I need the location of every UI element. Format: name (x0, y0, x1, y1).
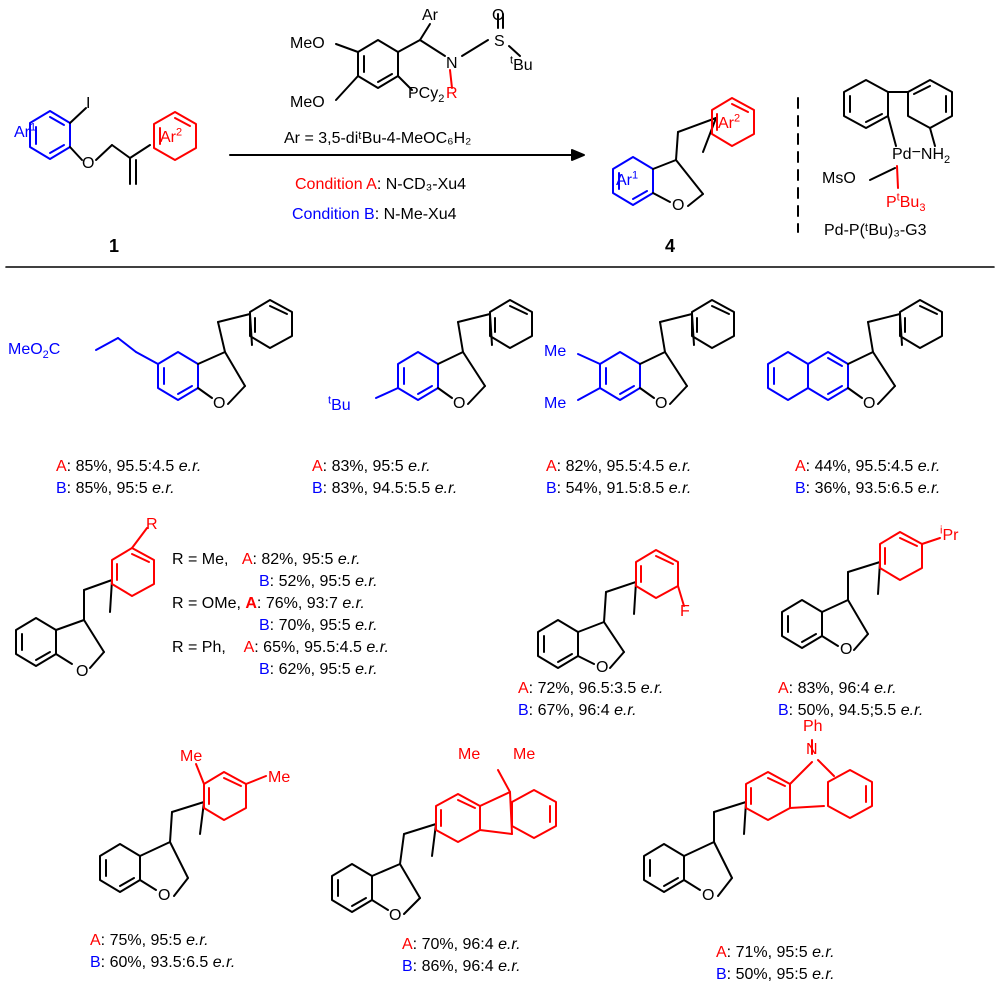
cat-pd-nh2-label: Pd−NH2 (892, 144, 951, 167)
p4-o-label: O (863, 395, 876, 412)
condition-b-line: Condition B: N-Me-Xu4 (292, 207, 457, 223)
p2-results: A: 83%, 95:5 e.r. B: 83%, 94.5:5.5 e.r. (312, 458, 458, 497)
ligand-s-label: S (494, 33, 505, 50)
p6-o-label: O (596, 659, 609, 676)
ligand-structure (335, 13, 521, 101)
ligand-sulfinyl-o-label: O (492, 7, 505, 24)
p9-me-right-label: Me (513, 746, 536, 763)
p7-results: A: 83%, 96:4 e.r. B: 50%, 94.5;5.5 e.r. (778, 680, 924, 719)
product-9-structure (331, 769, 557, 915)
p5-r-label: R (146, 516, 158, 533)
compound-1-label: 1 (109, 236, 120, 256)
p7-o-label: O (840, 641, 853, 658)
starting-material-structure (29, 107, 197, 185)
p9-me-left-label: Me (458, 746, 481, 763)
product-3-structure (577, 299, 735, 405)
ligand-meo-top-label: MeO (290, 35, 325, 52)
product-6-structure (537, 549, 685, 669)
condition-a-line: Condition A: N-CD₃-Xu4 (295, 177, 466, 193)
product-1-structure (95, 299, 293, 405)
ligand-ar-label: Ar (422, 7, 438, 24)
p10-results: A: 71%, 95:5 e.r. B: 50%, 95:5 e.r. (716, 944, 835, 983)
ligand-tbu-label: tBu (510, 54, 533, 74)
product-8-structure (99, 763, 267, 897)
p5-o-label: O (76, 663, 89, 680)
catalyst-structure (843, 79, 953, 189)
catalyst-name: Pd-P(ᵗBu)₃-G3 (824, 222, 927, 239)
product-5-structure (15, 527, 155, 669)
ar1-label-product: Ar1 (616, 169, 639, 189)
p10-ph-label: Ph (803, 718, 823, 735)
cat-mso-label: MsO (822, 170, 856, 187)
ar2-label-start: Ar2 (160, 126, 183, 146)
p6-results: A: 72%, 96.5:3.5 e.r. B: 67%, 96:4 e.r. (518, 680, 664, 719)
p8-o-label: O (158, 887, 171, 904)
ar-definition: Ar = 3,5-diᵗBu-4-MeOC₆H₂ (284, 130, 472, 147)
ligand-meo-bottom-label: MeO (290, 94, 325, 111)
oxygen-label-product: O (672, 197, 685, 214)
ligand-pcy2-label: PCy2 (408, 85, 445, 106)
product-4-structure (612, 97, 755, 207)
p2-o-label: O (453, 395, 466, 412)
p8-me-right-label: Me (268, 769, 291, 786)
iodo-label: I (86, 95, 91, 112)
reaction-arrow (229, 149, 585, 161)
p1-meo2c-label: MeO2C (8, 341, 61, 362)
p7-ipr-label: iPr (940, 524, 959, 544)
compound-4-label: 4 (665, 236, 676, 256)
product-7-structure (781, 531, 941, 651)
p3-results: A: 82%, 95.5:4.5 e.r. B: 54%, 91.5:8.5 e… (546, 458, 692, 497)
ligand-n-label: N (446, 55, 458, 72)
p10-o-label: O (702, 887, 715, 904)
p10-n-label: N (806, 741, 818, 758)
p1-results: A: 85%, 95.5:4.5 e.r. B: 85%, 95:5 e.r. (56, 458, 202, 497)
cat-ptbu3-label: PtBu3 (886, 191, 926, 215)
p5-results: R = Me, A: 82%, 95:5 e.r. B: 52%, 95:5 e… (172, 551, 389, 678)
p2-tbu-label: tBu (328, 394, 351, 414)
product-2-structure (375, 299, 533, 405)
p3-o-label: O (655, 395, 668, 412)
condition-b-label: Condition B (292, 206, 375, 223)
p6-f-label: F (680, 603, 690, 620)
condition-b-ligand: : N-Me-Xu4 (374, 206, 457, 223)
p3-me-bottom-label: Me (544, 395, 567, 412)
p8-results: A: 75%, 95:5 e.r. B: 60%, 93.5:6.5 e.r. (90, 932, 236, 971)
p3-me-top-label: Me (544, 343, 567, 360)
ar2-label-product: Ar2 (718, 112, 741, 132)
ligand-r-label: R (446, 85, 458, 102)
p9-results: A: 70%, 96:4 e.r. B: 86%, 96:4 e.r. (402, 936, 521, 975)
product-10-structure (643, 739, 873, 897)
oxygen-label-start: O (82, 155, 95, 172)
condition-a-label: Condition A (295, 176, 377, 193)
ar1-label-start: Ar1 (14, 121, 37, 141)
product-4-naphtho-structure (767, 299, 943, 405)
p4-results: A: 44%, 95.5:4.5 e.r. B: 36%, 93.5:6.5 e… (795, 458, 941, 497)
p8-me-top-label: Me (180, 748, 203, 765)
condition-a-ligand: : N-CD₃-Xu4 (376, 176, 467, 193)
p9-o-label: O (389, 907, 402, 924)
p1-o-label: O (213, 395, 226, 412)
